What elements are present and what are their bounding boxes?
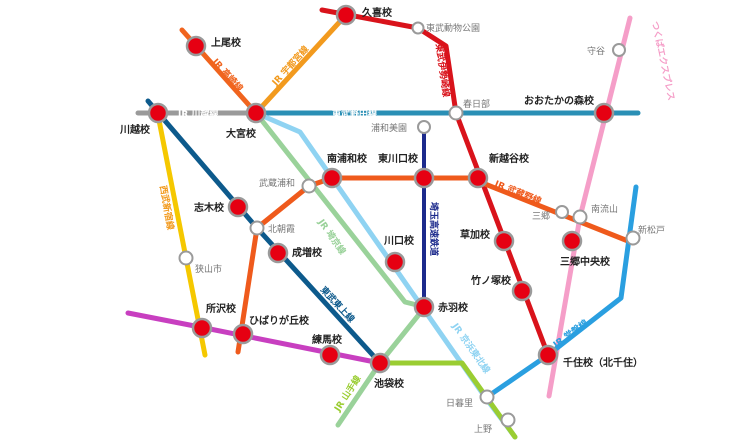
school-misatochuo-marker[interactable]: [561, 230, 583, 252]
school-senju-label[interactable]: 千住校（北千住）: [563, 356, 643, 369]
station-kitaasaka-label: 北朝霞: [268, 224, 295, 235]
station-shinmatsudo-marker[interactable]: [625, 230, 641, 246]
station-minaminagareyama-label: 南流山: [591, 203, 618, 215]
school-ootakanomori-label[interactable]: おおたかの森校: [524, 94, 595, 107]
school-takenotsuka-label[interactable]: 竹ノ塚校: [470, 274, 512, 287]
school-akabane-marker[interactable]: [413, 296, 435, 318]
school-nerima-label[interactable]: 練馬校: [312, 333, 343, 346]
station-tobu-zoo-label: 東武動物公園: [426, 22, 480, 34]
school-kawagoe-marker[interactable]: [147, 102, 169, 124]
school-shinkoshigaya-label[interactable]: 新越谷校: [489, 152, 530, 165]
station-misato-label: 三郷: [532, 211, 550, 222]
station-shinmatsudo-label: 新松戸: [638, 224, 665, 236]
station-ueno-label: 上野: [474, 424, 492, 435]
school-takenotsuka-marker[interactable]: [511, 280, 533, 302]
station-moriya-marker[interactable]: [612, 43, 626, 57]
school-kuki-marker[interactable]: [335, 4, 357, 26]
school-narimasu-marker[interactable]: [267, 242, 289, 264]
station-kitaasaka-marker[interactable]: [249, 220, 265, 236]
station-sayamashi-label: 狭山市: [195, 263, 222, 275]
school-shiki-marker[interactable]: [227, 196, 249, 218]
school-soka-marker[interactable]: [493, 230, 515, 252]
label-jr-joban: JR 常磐線: [550, 317, 591, 351]
school-minamiurawa-marker[interactable]: [321, 167, 343, 189]
school-kawaguchi-label[interactable]: 川口校: [383, 234, 415, 247]
label-jr-utsunomiya: JR 宇都宮線: [269, 43, 312, 89]
school-omiya-label[interactable]: 大宮校: [226, 127, 257, 140]
station-ueno-marker[interactable]: [500, 412, 516, 428]
school-higashikawaguchi-label[interactable]: 東川口校: [378, 152, 419, 165]
label-jr-keihin: JR 京浜東北線: [449, 320, 493, 376]
station-moriya-label: 守谷: [587, 45, 605, 57]
school-kuki-label[interactable]: 久喜校: [361, 6, 393, 19]
school-narimasu-label[interactable]: 成増校: [292, 246, 323, 259]
school-labels: 久喜校 上尾校 大宮校 川越校 おおたかの森校 南浦和校 東川口校 新越谷校 志…: [119, 6, 643, 390]
station-nippori-marker[interactable]: [479, 389, 495, 405]
line-jr-yamanote: [377, 360, 518, 440]
station-musashiurawa-marker[interactable]: [301, 178, 317, 194]
station-sayamashi-marker[interactable]: [178, 250, 194, 266]
school-omiya-marker[interactable]: [245, 102, 267, 124]
label-saitama-rail: 埼玉高速鉄道: [428, 202, 440, 256]
school-hibarigaoka-marker[interactable]: [232, 323, 254, 345]
school-minamiurawa-label[interactable]: 南浦和校: [327, 152, 368, 165]
label-tsukuba: つくばエクスプレス: [649, 20, 678, 101]
station-urawamisono-label: 浦和美園: [371, 122, 407, 134]
school-akabane-label[interactable]: 赤羽校: [438, 301, 469, 314]
school-ikebukuro-marker[interactable]: [369, 352, 391, 374]
school-higashikawaguchi-marker[interactable]: [413, 167, 435, 189]
line-jr-musashino: [235, 175, 636, 355]
school-shiki-label[interactable]: 志木校: [194, 201, 225, 214]
school-soka-label[interactable]: 草加校: [460, 228, 491, 241]
school-shinkoshigaya-marker[interactable]: [467, 167, 489, 189]
station-urawamisono-marker[interactable]: [417, 120, 431, 134]
line-tobu-isesaki: [319, 7, 551, 358]
station-tobu-zoo-marker[interactable]: [411, 21, 425, 35]
station-nippori-label: 日暮里: [446, 397, 473, 409]
school-ootakanomori-marker[interactable]: [593, 102, 615, 124]
label-tobu-noda: 東武野田線: [332, 108, 377, 120]
stations: [178, 21, 641, 428]
school-misatochuo-label[interactable]: 三郷中央校: [560, 255, 611, 268]
school-senju-marker[interactable]: [537, 344, 559, 366]
station-kasukabe-marker[interactable]: [448, 105, 464, 121]
school-ageo-marker[interactable]: [185, 35, 207, 57]
school-ikebukuro-label[interactable]: 池袋校: [374, 377, 405, 390]
line-jr-utsunomiya: [253, 12, 349, 116]
label-jr-kawagoe: JR 川越線: [177, 108, 218, 120]
station-misato-marker[interactable]: [555, 205, 569, 219]
station-kasukabe-label: 春日部: [463, 98, 490, 110]
station-labels: 東武動物公園 守谷 春日部 浦和美園 武蔵浦和 北朝霞 三郷 南流山 新松戸 狭…: [195, 22, 665, 435]
rail-lines: [125, 7, 641, 440]
label-jr-takasaki: JR 高崎線: [209, 55, 246, 94]
station-minaminagareyama-marker[interactable]: [572, 209, 588, 225]
school-hibarigaoka-label[interactable]: ひばりが丘校: [249, 314, 310, 327]
line-labels: JR 川越線 東武野田線 JR 高崎線 JR 宇都宮線 東武伊勢崎線 つくばエク…: [157, 20, 678, 414]
school-ageo-label[interactable]: 上尾校: [211, 36, 242, 49]
station-musashiurawa-label: 武蔵浦和: [259, 177, 295, 189]
schools: [147, 4, 615, 374]
school-kawagoe-label[interactable]: 川越校: [119, 123, 151, 136]
school-tokorozawa-label[interactable]: 所沢校: [206, 302, 237, 315]
school-tokorozawa-marker[interactable]: [191, 317, 213, 339]
school-nerima-marker[interactable]: [319, 344, 341, 366]
school-kawaguchi-marker[interactable]: [384, 251, 406, 273]
